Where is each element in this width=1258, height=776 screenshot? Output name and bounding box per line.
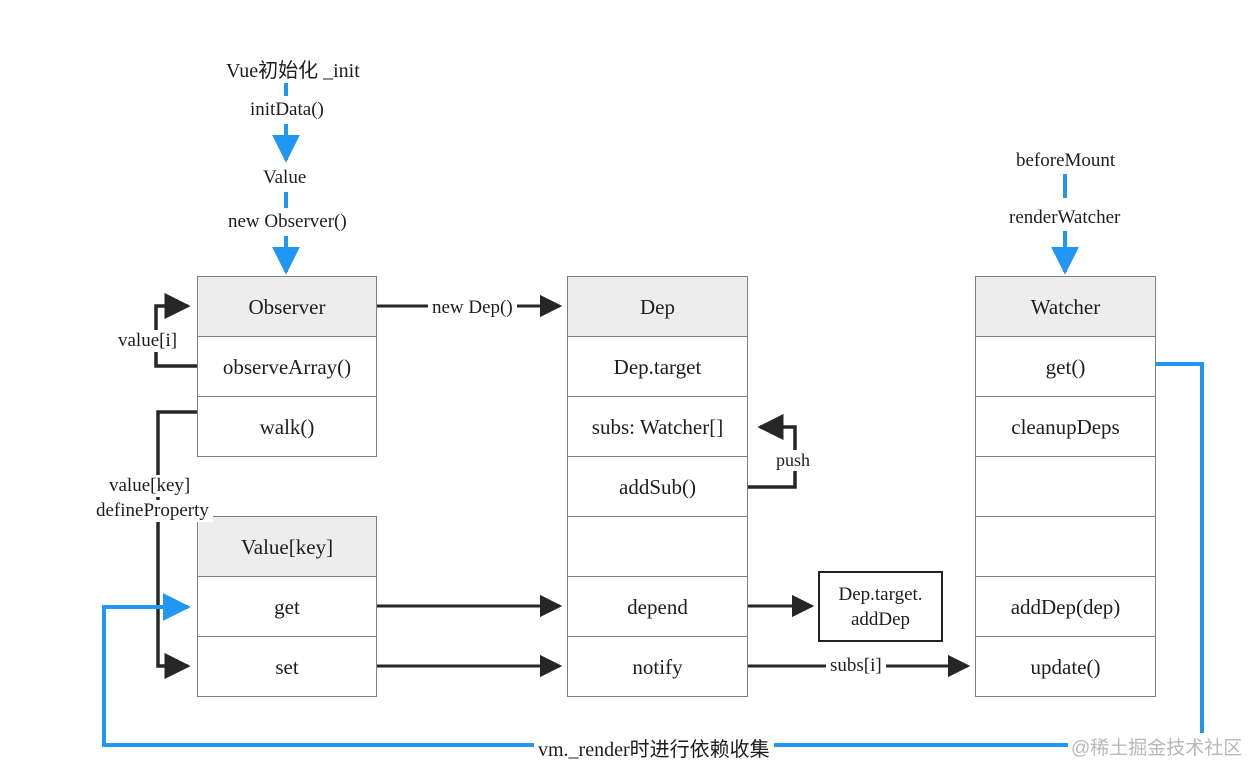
class-row-watcher-empty-1 bbox=[976, 457, 1155, 517]
class-title-value-key: Value[key] bbox=[198, 517, 376, 577]
box-dep-target-adddep-line1: Dep.target. bbox=[838, 584, 923, 605]
class-row-dep-depend: depend bbox=[568, 577, 747, 637]
class-row-watcher-get: get() bbox=[976, 337, 1155, 397]
edge-label-define-property: defineProperty bbox=[92, 500, 213, 522]
flow-label-initdata: initData() bbox=[246, 99, 328, 121]
flow-label-render-watcher: renderWatcher bbox=[1005, 207, 1125, 229]
box-dep-target-adddep-line2: addDep bbox=[850, 609, 911, 630]
edge-label-render-collect: vm._render时进行依赖收集 bbox=[534, 733, 774, 762]
edge-value-key-define-property bbox=[156, 410, 197, 680]
edge-label-push: push bbox=[772, 450, 815, 471]
edge-label-subs-i: subs[i] bbox=[826, 655, 886, 677]
class-row-watcher-update: update() bbox=[1030, 655, 1101, 679]
class-row-watcher-cleanupdeps: cleanupDeps bbox=[976, 397, 1155, 457]
watermark-juejin: @稀土掘金技术社区 bbox=[1068, 733, 1246, 760]
class-row-dep-notify: notify bbox=[632, 655, 683, 679]
flow-label-new-observer: new Observer() bbox=[224, 211, 351, 233]
class-row-watcher-empty-2 bbox=[976, 517, 1155, 577]
class-row-walk: walk() bbox=[259, 415, 315, 439]
class-title-dep: Dep bbox=[568, 277, 747, 337]
class-row-dep-subs: subs: Watcher[] bbox=[568, 397, 747, 457]
flow-label-value: Value bbox=[259, 167, 311, 189]
class-row-observe-array: observeArray() bbox=[198, 337, 376, 397]
class-row-get: get bbox=[198, 577, 376, 637]
edge-label-new-dep: new Dep() bbox=[428, 297, 517, 319]
class-row-dep-addsub: addSub() bbox=[568, 457, 747, 517]
class-row-dep-empty-1 bbox=[568, 517, 747, 577]
edge-label-value-i: value[i] bbox=[114, 330, 182, 352]
class-row-watcher-adddep: addDep(dep) bbox=[976, 577, 1155, 637]
class-box-watcher: Watcher get() cleanupDeps addDep(dep) up… bbox=[975, 276, 1156, 697]
class-row-dep-target: Dep.target bbox=[568, 337, 747, 397]
box-dep-target-adddep: Dep.target. addDep bbox=[818, 571, 943, 642]
edge-label-value-key: value[key] bbox=[105, 475, 195, 497]
class-row-set: set bbox=[275, 655, 299, 679]
class-box-dep: Dep Dep.target subs: Watcher[] addSub() … bbox=[567, 276, 748, 697]
flow-label-vue-init: Vue初始化 _init bbox=[222, 54, 364, 83]
class-box-observer: Observer observeArray() walk() bbox=[197, 276, 377, 457]
flow-label-before-mount: beforeMount bbox=[1012, 150, 1120, 172]
class-box-value-key: Value[key] get set bbox=[197, 516, 377, 697]
class-title-observer: Observer bbox=[198, 277, 376, 337]
class-title-watcher: Watcher bbox=[976, 277, 1155, 337]
